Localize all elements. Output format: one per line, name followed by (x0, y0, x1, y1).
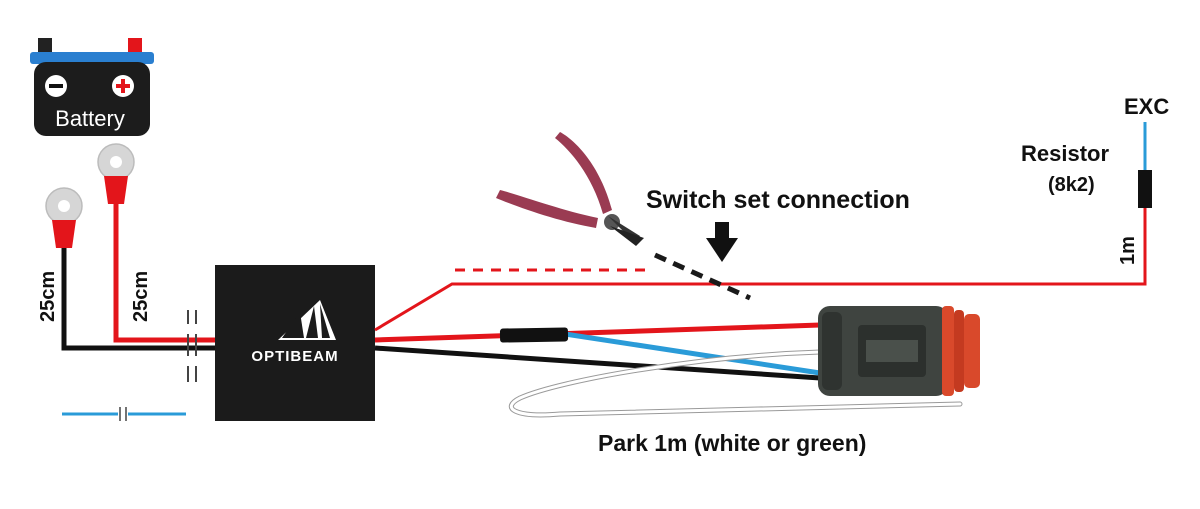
exc-label: EXC (1124, 94, 1169, 119)
red-output-wire (374, 205, 1147, 332)
switch-connection-label: Switch set connection (646, 186, 910, 214)
resistor-lead-length: 1m (1117, 236, 1139, 265)
battery-icon: Battery (30, 38, 154, 136)
positive-lead-wire (113, 204, 215, 343)
park-wire-label: Park 1m (white or green) (598, 430, 866, 456)
resistor-body (1138, 170, 1152, 208)
battery-label: Battery (55, 106, 125, 131)
connector-plug-icon (818, 306, 980, 396)
negative-lead-wire (61, 248, 215, 351)
cut-dashed-wire (653, 252, 752, 301)
blue-wire-segment (62, 407, 186, 421)
negative-lead-length: 25cm (37, 271, 59, 322)
arrow-down-icon (706, 222, 738, 262)
optibeam-logo-icon (278, 300, 336, 340)
optibeam-module: OPTIBEAM (215, 265, 375, 421)
pliers-icon (496, 132, 644, 246)
module-brand: OPTIBEAM (251, 348, 338, 365)
red-connector-wire (374, 322, 821, 343)
blue-connector-wire (564, 331, 821, 376)
positive-lead-length: 25cm (130, 271, 152, 322)
resistor-value: (8k2) (1048, 174, 1095, 196)
black-connector-wire (374, 345, 821, 381)
ring-terminal-icon (45, 143, 135, 248)
resistor-title: Resistor (1021, 141, 1109, 166)
heat-shrink-sleeve (499, 327, 569, 343)
wire-break-marks (187, 310, 197, 382)
